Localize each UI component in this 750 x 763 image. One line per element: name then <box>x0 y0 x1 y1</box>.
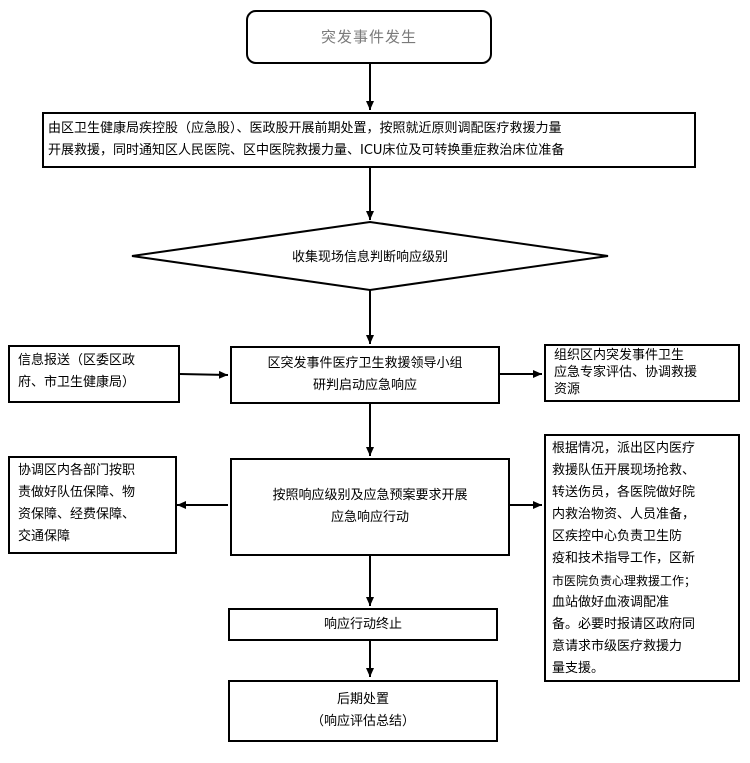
leadership-line-2: 研判启动应急响应 <box>312 378 417 393</box>
dispatch-line-2: 救援队伍开展现场抢救、 <box>552 463 696 478</box>
dispatch-line-6: 疫和技术指导工作，区新 <box>552 551 696 566</box>
coordinate-line-3: 资保障、经费保障、 <box>18 507 136 522</box>
dispatch-line-4: 内救治物资、人员准备， <box>552 507 696 522</box>
action-line-1: 按照响应级别及应急预案要求开展 <box>272 488 468 503</box>
coordinate-line-4: 交通保障 <box>18 529 71 544</box>
aftermath-box: 后期处置 （响应评估总结） <box>228 680 498 742</box>
coordinate-line-2: 责做好队伍保障、物 <box>18 485 136 500</box>
end-label: 响应行动终止 <box>323 616 402 632</box>
aftermath-line-1: 后期处置 <box>336 692 389 707</box>
dispatch-line-10: 意请求市级医疗救援力 <box>552 639 683 654</box>
decision-label: 收集现场信息判断响应级别 <box>291 250 448 265</box>
initial-response-box: 由区卫生健康局疾控股（应急股）、医政股开展前期处置，按照就近原则调配医疗救援力量… <box>42 112 696 168</box>
report-line-1: 信息报送（区委区政 <box>18 353 136 368</box>
coordinate-line-1: 协调区内各部门按职 <box>18 463 136 478</box>
experts-box: 组织区内突发事件卫生 应急专家评估、协调救援 资源 <box>544 344 740 402</box>
start-node: 突发事件发生 <box>246 10 492 64</box>
dispatch-line-7: 市医院负责心理救援工作； <box>552 574 697 588</box>
dispatch-line-5: 区疾控中心负责卫生防 <box>552 529 683 544</box>
action-line-2: 应急响应行动 <box>330 510 409 525</box>
initial-response-line-1: 由区卫生健康局疾控股（应急股）、医政股开展前期处置，按照就近原则调配医疗救援力量 <box>48 121 562 136</box>
dispatch-line-3: 转送伤员，各医院做好院 <box>552 485 696 500</box>
dispatch-line-1: 根据情况，派出区内医疗 <box>552 441 696 456</box>
dispatch-box: 根据情况，派出区内医疗 救援队伍开展现场抢救、 转送伤员，各医院做好院 内救治物… <box>544 434 740 682</box>
experts-line-2: 应急专家评估、协调救援 <box>554 365 698 380</box>
experts-line-1: 组织区内突发事件卫生 <box>554 348 685 363</box>
end-box: 响应行动终止 <box>228 608 498 641</box>
start-label: 突发事件发生 <box>320 28 417 46</box>
initial-response-line-2: 开展救援，同时通知区人民医院、区中医院救援力量、ICU床位及可转换重症救治床位准… <box>48 143 565 158</box>
experts-line-3: 资源 <box>554 382 581 397</box>
arrow-report-to-leadership <box>179 370 229 379</box>
dispatch-line-8: 血站做好血液调配准 <box>552 595 670 610</box>
report-line-2: 府、市卫生健康局） <box>18 375 136 390</box>
report-box: 信息报送（区委区政 府、市卫生健康局） <box>8 345 180 403</box>
dispatch-line-11: 量支援。 <box>552 661 605 676</box>
coordinate-box: 协调区内各部门按职 责做好队伍保障、物 资保障、经费保障、 交通保障 <box>8 456 177 554</box>
dispatch-line-9: 备。必要时报请区政府同 <box>552 617 696 632</box>
aftermath-line-2: （响应评估总结） <box>310 714 415 729</box>
action-box: 按照响应级别及应急预案要求开展 应急响应行动 <box>230 458 510 556</box>
leadership-box: 区突发事件医疗卫生救援领导小组 研判启动应急响应 <box>230 346 500 404</box>
leadership-line-1: 区突发事件医疗卫生救援领导小组 <box>267 356 463 371</box>
